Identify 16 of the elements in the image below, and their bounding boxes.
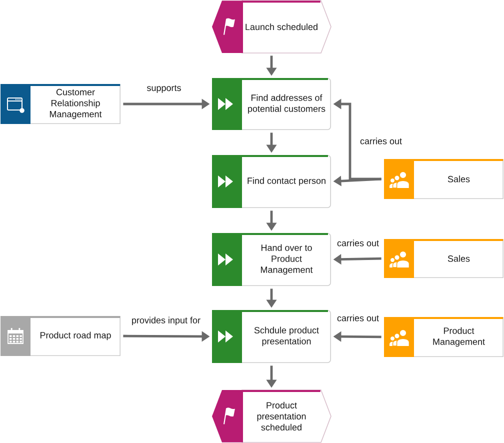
event-hexagon: Launch scheduled (212, 0, 332, 54)
edge-label: carries out (336, 314, 380, 322)
function-box: Hand over to Product Management (212, 233, 331, 286)
org-unit-box: Sales (384, 158, 504, 199)
function-box: Find contact person (212, 155, 331, 208)
event-hexagon: Product presentation scheduled (212, 390, 332, 443)
edge-label: provides input for (130, 316, 202, 326)
edge-label: supports (146, 84, 182, 94)
edge-label: carries out (359, 136, 403, 146)
org-unit-box: Product Management (384, 317, 504, 357)
org-unit-box: Sales (384, 239, 504, 278)
edge-label: carries out (336, 238, 380, 248)
function-box: Schdule product presentation (212, 310, 331, 363)
system-box: Customer Relationship Management (0, 84, 120, 124)
function-box: Find addresses of potential customers (212, 78, 331, 130)
info-box: Product road map (0, 316, 120, 356)
